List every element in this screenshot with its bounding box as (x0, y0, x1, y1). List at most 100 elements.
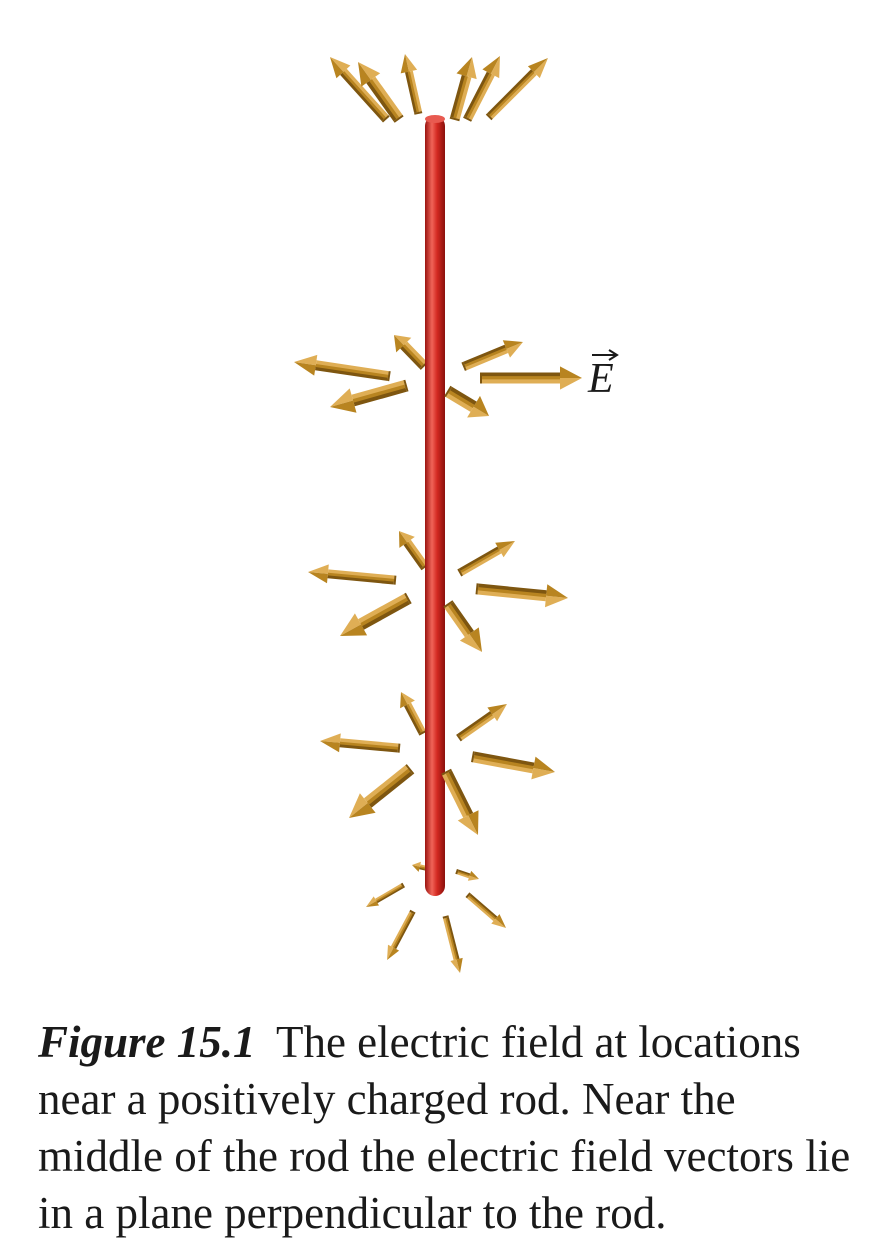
arrow-shaft (477, 587, 547, 598)
field-vector-arrow (465, 892, 506, 928)
arrow-head-highlight (405, 54, 418, 72)
field-label-symbol: E (587, 356, 614, 402)
arrow-tail-cap (461, 361, 467, 371)
arrow-tail-cap (409, 909, 416, 915)
arrow-shaft-shadow (400, 345, 423, 369)
figure-caption: Figure 15.1 The electric field at locati… (38, 1014, 858, 1242)
arrow-head (473, 395, 489, 416)
arrow-head-highlight (499, 541, 515, 558)
arrow-head-highlight (308, 564, 329, 574)
arrow-tail-cap (393, 575, 397, 585)
caption-text: The electric field at locations near a p… (38, 1017, 851, 1238)
arrow-tail-cap (418, 730, 427, 736)
arrow-tail-cap (404, 592, 412, 605)
arrow-tail-cap (441, 768, 452, 776)
arrow-head (469, 627, 482, 652)
field-vector-arrow (399, 531, 429, 571)
arrow-head-highlight (294, 354, 318, 366)
arrow-shaft-highlight (468, 73, 495, 121)
arrow-shaft-highlight (467, 896, 496, 922)
arrow-head (400, 692, 408, 709)
arrow-tail-cap (405, 764, 415, 775)
arrow-shaft-highlight (339, 738, 399, 748)
arrow-head (487, 704, 507, 715)
arrow-tail-cap (414, 111, 423, 115)
arrow-head (366, 901, 379, 907)
arrow-head (527, 58, 548, 73)
arrow-head-highlight (401, 692, 415, 705)
arrow-head-highlight (459, 634, 482, 652)
arrow-head (482, 56, 500, 74)
arrow-head (308, 572, 328, 584)
field-vectors-front (294, 56, 582, 973)
arrow-shaft (448, 390, 475, 408)
arrow-head-highlight (492, 704, 507, 722)
arrow-shaft (489, 71, 535, 117)
field-vector-arrow (441, 768, 479, 835)
arrow-shaft-shadow (469, 893, 498, 919)
arrow-head-highlight (330, 57, 351, 72)
arrow-shaft-highlight (443, 918, 457, 961)
arrow-shaft (402, 344, 424, 367)
arrow-shaft-highlight (457, 872, 470, 879)
arrow-shaft-shadow (361, 599, 410, 630)
arrow-head (387, 947, 400, 960)
field-vector-arrow (400, 54, 423, 115)
arrow-shaft (464, 347, 507, 367)
arrow-head (320, 741, 340, 753)
arrow-head-highlight (467, 406, 489, 418)
arrow-shaft (453, 75, 468, 119)
arrow-head (399, 531, 408, 548)
arrow-tail-cap (475, 583, 479, 595)
arrow-shaft (405, 541, 425, 567)
arrow-head (456, 57, 472, 77)
arrow-shaft (392, 912, 413, 949)
field-vector-arrow (349, 764, 415, 818)
arrow-shaft-highlight (460, 714, 495, 741)
field-vector-arrow (449, 57, 477, 122)
field-vector-arrow (461, 340, 523, 371)
arrow-head (330, 400, 357, 413)
arrow-head (546, 584, 568, 598)
arrow-head-highlight (560, 378, 582, 390)
arrow-shaft (342, 71, 386, 120)
arrow-shaft (352, 384, 406, 403)
arrow-head-highlight (466, 57, 477, 80)
charged-rod (425, 115, 445, 896)
arrow-shaft-shadow (340, 71, 385, 121)
arrow-head-highlight (545, 595, 568, 608)
arrow-tail-cap (457, 568, 463, 577)
arrow-shaft-highlight (327, 569, 395, 580)
arrow-shaft-highlight (343, 68, 389, 118)
arrow-shaft (466, 73, 492, 119)
arrow-tail-cap (463, 115, 472, 122)
arrow-shaft (482, 376, 560, 380)
arrow-tail-cap (393, 114, 404, 123)
arrow-tail-cap (381, 115, 390, 123)
arrow-head-highlight (330, 388, 354, 407)
arrow-head-highlight (387, 944, 394, 960)
field-vector-arrow (485, 58, 548, 121)
arrow-head-highlight (412, 861, 421, 867)
arrow-head-highlight (531, 768, 555, 780)
field-vector-arrow (400, 692, 427, 736)
arrow-shaft-highlight (370, 76, 403, 118)
arrow-shaft-highlight (407, 539, 428, 566)
arrow-shaft-highlight (315, 360, 389, 376)
arrow-head-highlight (320, 733, 341, 743)
arrow-head (412, 865, 420, 872)
arrow-shaft-highlight (477, 589, 547, 602)
arrow-head (330, 57, 344, 79)
arrow-shaft-highlight (490, 72, 537, 119)
field-vector-arrow (308, 564, 397, 585)
arrow-shaft (407, 71, 419, 113)
arrow-shaft-shadow (464, 71, 491, 118)
arrow-head-highlight (366, 896, 377, 907)
arrow-head (294, 362, 316, 376)
arrow-shaft (457, 871, 470, 877)
arrow-head-highlight (457, 815, 478, 835)
arrow-tail-cap (471, 751, 475, 763)
arrow-shaft-highlight (408, 70, 422, 112)
arrow-shaft (366, 768, 411, 805)
arrow-shaft-highlight (375, 883, 402, 901)
